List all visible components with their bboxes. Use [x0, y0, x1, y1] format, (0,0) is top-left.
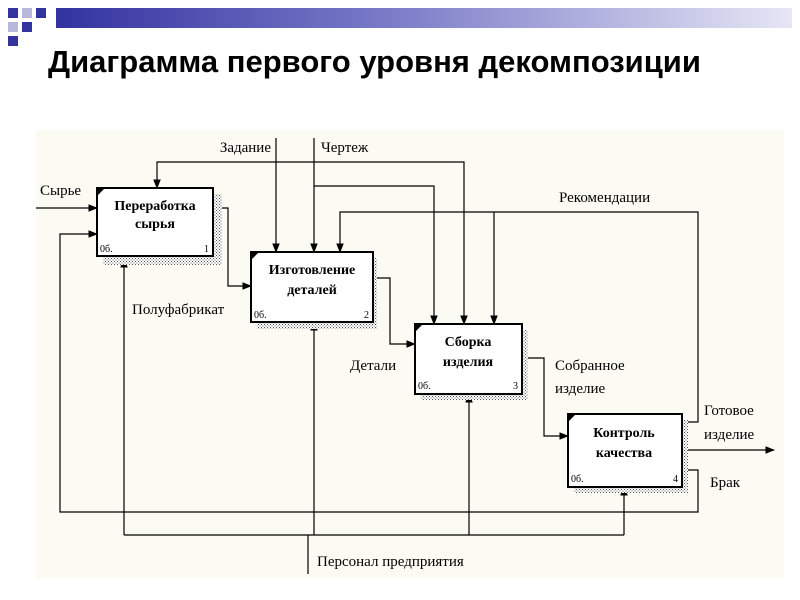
arrow-assembled: [522, 357, 569, 440]
box-frame: [96, 187, 214, 257]
arrow-task-to-box3: [276, 161, 468, 325]
box-corner-mark: [251, 252, 259, 260]
label-finished-line1: Готовое: [704, 403, 754, 419]
box-code: 0б.: [254, 310, 267, 321]
label-assembled-line2: изделие: [555, 381, 605, 397]
box-code: 0б.: [418, 381, 431, 392]
label-staff: Персонал предприятия: [317, 554, 464, 570]
corner-square-6: [8, 36, 18, 46]
box-corner-mark: [97, 188, 105, 196]
corner-square-3: [36, 8, 46, 18]
box-code: 0б.: [571, 474, 584, 485]
box-number: 4: [673, 474, 678, 485]
box-corner-mark: [415, 324, 423, 332]
box-number: 1: [204, 244, 209, 255]
arrow-drawing-to-box3: [314, 185, 438, 325]
box-frame: [250, 251, 374, 323]
label-parts: Детали: [350, 358, 396, 374]
process-box-4: Контроль качества 0б. 4: [567, 413, 688, 493]
box-frame: [414, 323, 523, 395]
arrow-recommendations: [336, 211, 699, 423]
corner-square-2: [22, 8, 32, 18]
box-title-line: изделия: [443, 355, 494, 370]
corner-square-4: [8, 22, 18, 32]
box-title-line: Изготовление: [269, 263, 355, 278]
label-assembled-line1: Собранное: [555, 358, 625, 374]
arrow-parts: [373, 277, 416, 348]
label-drawing: Чертеж: [321, 140, 369, 156]
label-recommendations: Рекомендации: [559, 190, 650, 206]
box-title-line: качества: [596, 446, 652, 461]
box-frame: [567, 413, 683, 488]
process-box-1: Переработка сырья 0б. 1: [96, 187, 222, 265]
label-semi-product: Полуфабрикат: [132, 302, 225, 318]
label-finished-line2: изделие: [704, 427, 754, 443]
arrow-task-to-box1: [153, 161, 276, 189]
box-number: 2: [364, 310, 369, 321]
corner-square-1: [8, 8, 18, 18]
label-defect: Брак: [710, 475, 741, 491]
header-bar: [56, 8, 792, 28]
box-number: 3: [513, 381, 518, 392]
box-title-line: Сборка: [445, 335, 492, 350]
box-title-line: деталей: [287, 283, 337, 298]
process-box-2: Изготовление деталей 0б. 2: [250, 251, 377, 329]
box-title-line: сырья: [135, 217, 175, 232]
process-box-3: Сборка изделия 0б. 3: [414, 323, 528, 400]
box-title-line: Контроль: [593, 426, 655, 441]
box-code: 0б.: [100, 244, 113, 255]
box-title-line: Переработка: [114, 199, 195, 214]
label-raw: Сырье: [40, 183, 81, 199]
box-corner-mark: [568, 414, 576, 422]
label-task: Задание: [220, 140, 272, 156]
idef0-diagram: Переработка сырья 0б. 1 Изготовление дет…: [36, 130, 784, 578]
slide-title: Диаграмма первого уровня декомпозиции: [48, 44, 701, 79]
arrow-defect-feedback: [59, 230, 699, 513]
corner-square-5: [22, 22, 32, 32]
